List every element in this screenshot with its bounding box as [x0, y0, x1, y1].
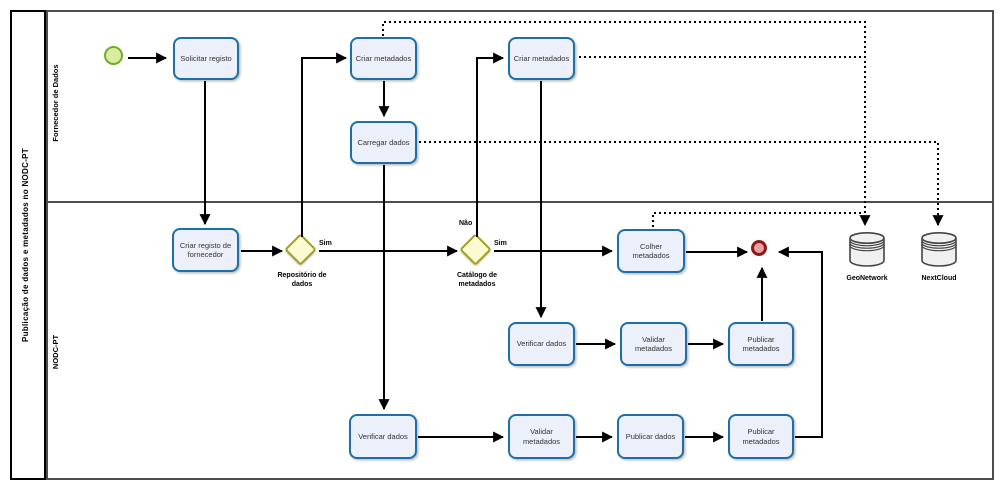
database-icon [921, 232, 957, 267]
task-verificar-dados-mid[interactable]: Verificar dados [508, 322, 575, 366]
lane-label-fornecedor: Fornecedor de Dados [51, 64, 60, 142]
datastore-geonetwork[interactable] [848, 231, 886, 269]
gateway-label-catalogo: Catálogo de metadados [456, 272, 498, 289]
task-validar-metadados-bottom[interactable]: Validar metadados [508, 414, 575, 459]
task-solicitar-registo[interactable]: Solicitar registo [173, 37, 239, 80]
pool-publicacao [10, 10, 46, 480]
datastore-label-nextcloud: NextCloud [921, 275, 957, 282]
task-colher-metadados[interactable]: Colher metadados [617, 229, 685, 273]
task-verificar-dados-bottom[interactable]: Verificar dados [349, 414, 417, 459]
task-publicar-metadados-mid[interactable]: Publicar metadados [728, 322, 794, 366]
task-carregar-dados[interactable]: Carregar dados [350, 121, 417, 164]
datastore-label-geonetwork: GeoNetwork [846, 275, 888, 282]
task-criar-metadados-top[interactable]: Criar metadados [350, 37, 417, 80]
gateway-label-repositorio: Repositório de dados [277, 272, 327, 289]
task-validar-metadados-mid[interactable]: Validar metadados [620, 322, 687, 366]
edge-label-sim-repositorio: Sim [319, 240, 332, 247]
edge-label-nao-catalogo: Não [459, 220, 473, 227]
start-event[interactable] [104, 46, 123, 65]
pool-title: Publicação de dados e metadados no NODC-… [21, 148, 30, 342]
database-icon [849, 232, 885, 267]
task-criar-metadados-right[interactable]: Criar metadados [508, 37, 575, 80]
end-event[interactable] [751, 240, 767, 256]
task-publicar-metadados-bottom[interactable]: Publicar metadados [728, 414, 794, 459]
task-criar-registo-fornecedor[interactable]: Criar registo de fornecedor [172, 228, 239, 272]
edge-label-sim-catalogo: Sim [494, 240, 507, 247]
datastore-nextcloud[interactable] [920, 231, 958, 269]
lane-label-nodc: NODC-PT [51, 334, 60, 370]
task-publicar-dados[interactable]: Publicar dados [617, 414, 684, 459]
